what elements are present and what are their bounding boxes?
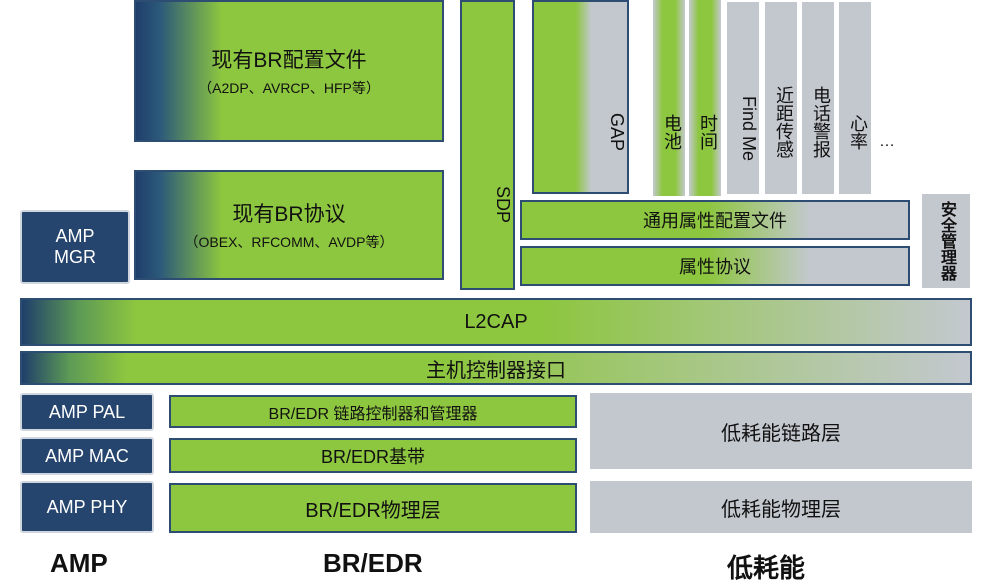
le-profile-heart-rate: 心率 <box>837 0 873 196</box>
le-phy-label: 低耗能物理层 <box>721 498 841 521</box>
amp-mac-block: AMP MAC <box>20 437 154 475</box>
hci-block: 主机控制器接口 <box>20 351 972 385</box>
le-link-label: 低耗能链路层 <box>721 422 841 445</box>
amp-pal-label: AMP PAL <box>48 401 126 422</box>
footer-bredr: BR/EDR <box>323 548 423 578</box>
bredr-link-label: BR/EDR 链路控制器和管理器 <box>268 405 478 423</box>
le-profile-battery: 电池 <box>653 0 685 196</box>
br-protocols-title: 现有BR协议 <box>232 203 346 226</box>
gatt-block: 通用属性配置文件 <box>520 200 910 240</box>
amp-mgr-block: AMP MGR <box>20 210 130 284</box>
le-profile-label: 近距传感 <box>774 86 794 158</box>
security-manager-label: 安全管理器 <box>938 201 955 281</box>
br-profiles-title: 现有BR配置文件 <box>211 49 367 72</box>
footer-le: 低耗能 <box>727 553 806 583</box>
amp-mac-label: AMP MAC <box>45 445 129 466</box>
bredr-link-block: BR/EDR 链路控制器和管理器 <box>169 395 577 428</box>
l2cap-block: L2CAP <box>20 298 972 346</box>
sdp-label: SDP <box>493 186 513 224</box>
att-block: 属性协议 <box>520 246 910 286</box>
hci-label: 主机控制器接口 <box>426 359 566 382</box>
br-protocols-sub: （OBEX、RFCOMM、AVDP等） <box>184 234 394 250</box>
l2cap-label: L2CAP <box>464 310 528 333</box>
le-profile-label: 电话警报 <box>811 86 831 158</box>
le-profile-proximity: 近距传感 <box>763 0 799 196</box>
le-phy-block: 低耗能物理层 <box>590 481 972 533</box>
bredr-phy-label: BR/EDR物理层 <box>305 499 441 522</box>
bredr-baseband-label: BR/EDR基带 <box>320 446 425 467</box>
amp-mgr-line1: AMP <box>55 226 95 246</box>
le-profile-label: 时间 <box>698 114 718 150</box>
le-profile-time: 时间 <box>689 0 721 196</box>
sdp-block: SDP <box>460 0 515 290</box>
bredr-baseband-block: BR/EDR基带 <box>169 438 577 473</box>
gap-block: GAP <box>532 0 629 194</box>
amp-mgr-line2: MGR <box>54 247 96 267</box>
bredr-phy-block: BR/EDR物理层 <box>169 483 577 533</box>
footer-amp: AMP <box>50 548 108 578</box>
le-link-block: 低耗能链路层 <box>590 393 972 469</box>
amp-pal-block: AMP PAL <box>20 393 154 431</box>
le-profile-label: 心率 <box>848 114 868 150</box>
amp-phy-label: AMP PHY <box>46 496 128 517</box>
le-profile-label: Find Me <box>739 96 759 162</box>
amp-phy-block: AMP PHY <box>20 481 154 533</box>
le-profile-more: … <box>872 130 902 154</box>
le-profile-label: 电池 <box>662 114 682 150</box>
security-manager-block: 安全管理器 <box>920 192 972 290</box>
br-profiles-sub: （A2DP、AVRCP、HFP等） <box>198 80 380 96</box>
br-profiles-block: 现有BR配置文件 （A2DP、AVRCP、HFP等） <box>134 0 444 142</box>
le-profile-phone-alert: 电话警报 <box>800 0 836 196</box>
gatt-label: 通用属性配置文件 <box>643 211 787 231</box>
le-profile-findme: Find Me <box>725 0 761 196</box>
gap-label: GAP <box>607 112 627 151</box>
br-protocols-block: 现有BR协议 （OBEX、RFCOMM、AVDP等） <box>134 170 444 280</box>
ellipsis-label: … <box>879 133 895 150</box>
att-label: 属性协议 <box>679 257 751 277</box>
